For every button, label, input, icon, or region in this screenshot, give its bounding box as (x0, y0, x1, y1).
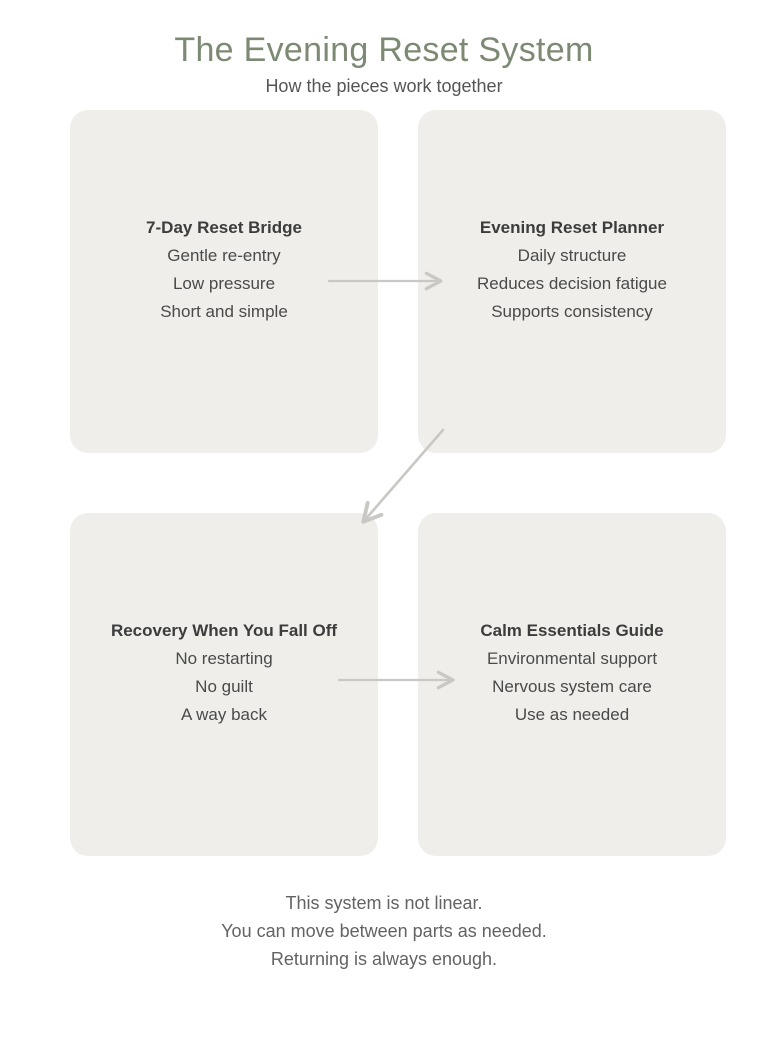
card-title: Evening Reset Planner (479, 218, 665, 237)
card-grid: 7-Day Reset Bridge Gentle re-entry Low p… (70, 110, 726, 856)
card-line: Nervous system care (492, 677, 652, 696)
card-line: Reduces decision fatigue (477, 274, 667, 293)
card-calm-essentials-guide[interactable]: Calm Essentials Guide Environmental supp… (418, 513, 726, 856)
card-recovery-when-you-fall-off[interactable]: Recovery When You Fall Off No restarting… (70, 513, 378, 856)
card-text-block: 7-Day Reset Bridge Gentle re-entry Low p… (70, 214, 378, 326)
diagram-header: The Evening Reset System How the pieces … (0, 28, 768, 99)
card-line: Gentle re-entry (167, 246, 281, 265)
card-title: Recovery When You Fall Off (110, 621, 338, 640)
footer-line: Returning is always enough. (270, 949, 498, 969)
card-text-block: Calm Essentials Guide Environmental supp… (418, 617, 726, 729)
card-line: Daily structure (517, 246, 627, 265)
card-7-day-reset-bridge[interactable]: 7-Day Reset Bridge Gentle re-entry Low p… (70, 110, 378, 453)
card-line: Supports consistency (491, 302, 653, 321)
page-title: The Evening Reset System (174, 31, 594, 69)
card-line: Short and simple (160, 302, 288, 321)
card-line: A way back (181, 705, 267, 724)
card-text-block: Evening Reset Planner Daily structure Re… (418, 214, 726, 326)
footer-line: This system is not linear. (285, 893, 483, 913)
card-evening-reset-planner[interactable]: Evening Reset Planner Daily structure Re… (418, 110, 726, 453)
card-title: Calm Essentials Guide (480, 621, 664, 640)
card-title: 7-Day Reset Bridge (146, 218, 302, 237)
page-subtitle: How the pieces work together (265, 76, 503, 96)
card-line: No restarting (175, 649, 273, 668)
card-line: No guilt (195, 677, 253, 696)
card-line: Use as needed (514, 705, 630, 724)
card-text-block: Recovery When You Fall Off No restarting… (70, 617, 378, 729)
card-line: Low pressure (172, 274, 276, 293)
diagram-footer: This system is not linear. You can move … (0, 889, 768, 973)
footer-line: You can move between parts as needed. (221, 921, 547, 941)
card-line: Environmental support (486, 649, 658, 668)
